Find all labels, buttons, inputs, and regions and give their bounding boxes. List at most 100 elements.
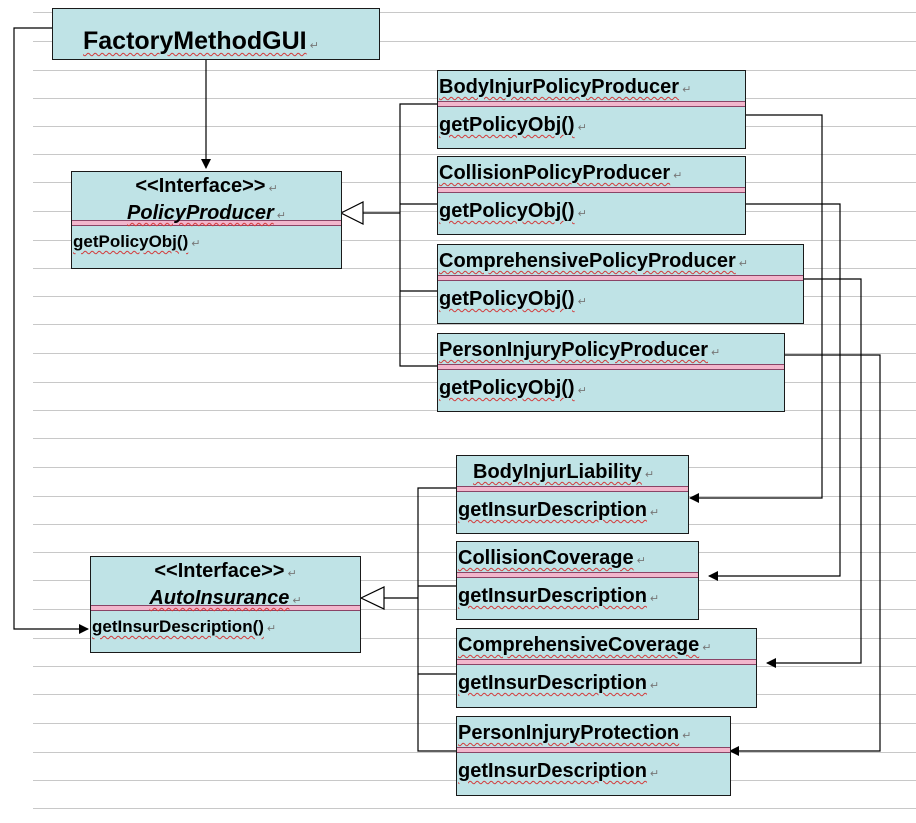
paragraph-mark: ↵	[577, 385, 587, 397]
body-injur-liability-class: BodyInjurLiability↵ getInsurDescription↵	[456, 455, 689, 534]
paragraph-mark: ↵	[644, 469, 655, 481]
interface-name: AutoInsurance↵	[149, 587, 302, 609]
method-compartment: getInsurDescription()↵	[91, 611, 360, 637]
paragraph-mark: ↵	[682, 84, 692, 96]
stereotype-label: <<Interface>>↵	[135, 175, 278, 197]
realization-bus	[399, 103, 437, 367]
class-title: ComprehensiveCoverage↵	[457, 629, 756, 659]
policy-producer-interface: <<Interface>>↵ PolicyProducer↵ getPolicy…	[71, 171, 342, 269]
creates-arrow	[729, 354, 881, 756]
class-name: CollisionPolicyProducer	[439, 162, 671, 184]
method-compartment: getPolicyObj()↵	[438, 107, 745, 137]
paragraph-mark: ↵	[577, 208, 587, 220]
interface-name: PolicyProducer↵	[127, 202, 286, 224]
comprehensive-policy-producer-class: ComprehensivePolicyProducer↵ getPolicyOb…	[437, 244, 804, 324]
paragraph-mark: ↵	[682, 730, 692, 742]
factory-method-gui-class: FactoryMethodGUI↵	[52, 8, 380, 60]
paragraph-mark: ↵	[702, 642, 712, 654]
method-compartment: getInsurDescription↵	[457, 492, 688, 522]
compartment-separator	[438, 187, 745, 193]
association-arrow	[13, 27, 89, 634]
compartment-separator	[438, 275, 803, 281]
comprehensive-coverage-class: ComprehensiveCoverage↵ getInsurDescripti…	[456, 628, 757, 708]
paragraph-mark: ↵	[649, 593, 660, 605]
creates-arrow	[766, 278, 862, 668]
method-compartment: getInsurDescription↵	[457, 578, 698, 608]
class-title: PersonInjuryPolicyProducer↵	[438, 334, 784, 364]
class-name: ComprehensivePolicyProducer	[439, 250, 736, 272]
compartment-separator	[457, 659, 756, 665]
compartment-separator	[438, 364, 784, 370]
compartment-separator	[438, 101, 745, 107]
class-name: BodyInjurLiability	[473, 461, 642, 483]
paragraph-mark: ↵	[266, 623, 277, 635]
class-header: <<Interface>>↵ AutoInsurance↵	[91, 557, 360, 609]
paragraph-mark: ↵	[577, 122, 587, 134]
class-title: ComprehensivePolicyProducer↵	[438, 245, 803, 275]
method-name: getInsurDescription	[458, 672, 647, 694]
page-rule	[33, 41, 916, 42]
method-compartment: getPolicyObj()↵	[438, 193, 745, 223]
page-rule	[33, 808, 916, 809]
method-compartment: getInsurDescription↵	[457, 753, 730, 783]
compartment-separator	[457, 747, 730, 753]
class-title: BodyInjurPolicyProducer↵	[438, 71, 745, 101]
paragraph-mark: ↵	[673, 170, 683, 182]
auto-insurance-interface: <<Interface>>↵ AutoInsurance↵ getInsurDe…	[90, 556, 361, 653]
class-title: BodyInjurLiability↵	[457, 456, 688, 486]
class-name: FactoryMethodGUI	[83, 27, 307, 55]
compartment-separator	[72, 220, 341, 226]
page-rule	[33, 324, 916, 325]
paragraph-mark: ↵	[577, 296, 587, 308]
class-title: FactoryMethodGUI↵	[53, 9, 379, 56]
page-rule	[33, 438, 916, 439]
method-name: getPolicyObj()	[439, 377, 575, 399]
paragraph-mark: ↵	[191, 238, 201, 250]
method-compartment: getInsurDescription↵	[457, 665, 756, 695]
paragraph-mark: ↵	[276, 210, 286, 222]
compartment-separator	[457, 486, 688, 492]
method-name: getPolicyObj()	[439, 288, 575, 310]
method-name: getInsurDescription	[458, 499, 647, 521]
paragraph-mark: ↵	[649, 768, 660, 780]
class-header: <<Interface>>↵ PolicyProducer↵	[72, 172, 341, 224]
class-title: CollisionPolicyProducer↵	[438, 157, 745, 187]
method-name: getInsurDescription()	[92, 617, 264, 636]
class-name: PersonInjuryPolicyProducer	[439, 339, 708, 361]
method-name: getInsurDescription	[458, 760, 647, 782]
page-rule	[33, 240, 916, 241]
paragraph-mark: ↵	[636, 555, 646, 567]
paragraph-mark: ↵	[309, 40, 319, 52]
creates-arrow	[708, 203, 841, 581]
body-injur-policy-producer-class: BodyInjurPolicyProducer↵ getPolicyObj()↵	[437, 70, 746, 149]
stereotype-label: <<Interface>>↵	[154, 560, 297, 582]
method-name: getPolicyObj()	[439, 114, 575, 136]
paragraph-mark: ↵	[287, 568, 297, 580]
class-title: PersonInjuryProtection↵	[457, 717, 730, 747]
page-rule	[33, 154, 916, 155]
class-name: PersonInjuryProtection	[458, 722, 680, 744]
compartment-separator	[91, 605, 360, 611]
method-compartment: getPolicyObj()↵	[438, 281, 803, 311]
person-injury-protection-class: PersonInjuryProtection↵ getInsurDescript…	[456, 716, 731, 796]
paragraph-mark: ↵	[268, 183, 278, 195]
collision-coverage-class: CollisionCoverage↵ getInsurDescription↵	[456, 541, 699, 620]
page-rule	[33, 12, 916, 13]
class-name: ComprehensiveCoverage	[458, 634, 700, 656]
realization-bus	[417, 487, 456, 752]
method-compartment: getPolicyObj()↵	[72, 226, 341, 252]
paragraph-mark: ↵	[649, 507, 660, 519]
method-name: getInsurDescription	[458, 585, 647, 607]
class-name: CollisionCoverage	[458, 547, 634, 569]
realization-triangle	[359, 586, 385, 610]
class-name: BodyInjurPolicyProducer	[439, 76, 680, 98]
person-injury-policy-producer-class: PersonInjuryPolicyProducer↵ getPolicyObj…	[437, 333, 785, 412]
paragraph-mark: ↵	[292, 595, 302, 607]
method-compartment: getPolicyObj()↵	[438, 370, 784, 400]
creates-arrow	[689, 114, 823, 503]
class-title: CollisionCoverage↵	[457, 542, 698, 572]
method-name: getPolicyObj()	[439, 200, 575, 222]
paragraph-mark: ↵	[738, 258, 748, 270]
realization-triangle	[339, 201, 364, 225]
